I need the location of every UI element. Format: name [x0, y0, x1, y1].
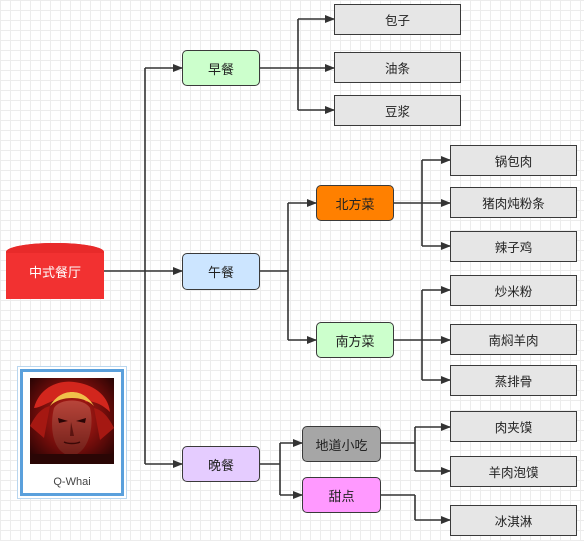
dish-label: 肉夹馍 [494, 420, 533, 435]
dish-roujiamo[interactable]: 肉夹馍 [450, 411, 577, 442]
root-node[interactable]: 中式餐厅 [6, 243, 104, 299]
dish-label: 猪肉炖粉条 [482, 196, 545, 211]
breakfast-node[interactable]: 早餐 [182, 50, 260, 86]
dessert-node[interactable]: 甜点 [302, 477, 381, 513]
dish-label: 羊肉泡馍 [488, 465, 539, 480]
dish-chaomifen[interactable]: 炒米粉 [450, 275, 577, 306]
avatar-card[interactable]: Q-Whai [20, 369, 124, 496]
local-snack-node[interactable]: 地道小吃 [302, 426, 381, 462]
dinner-label: 晚餐 [207, 458, 234, 474]
lunch-node[interactable]: 午餐 [182, 253, 260, 290]
dish-baozi[interactable]: 包子 [334, 4, 461, 35]
dish-label: 油条 [384, 61, 410, 76]
dish-label: 冰淇淋 [494, 514, 533, 529]
dish-zhuroudunfentiao[interactable]: 猪肉炖粉条 [450, 187, 577, 218]
south-cuisine-node[interactable]: 南方菜 [316, 322, 394, 358]
dish-doujiang[interactable]: 豆浆 [334, 95, 461, 126]
north-cuisine-label: 北方菜 [335, 197, 375, 213]
dish-label: 蒸排骨 [494, 374, 533, 389]
south-cuisine-label: 南方菜 [335, 334, 375, 350]
avatar [30, 378, 114, 464]
dish-zhengpaigu[interactable]: 蒸排骨 [450, 365, 577, 396]
lunch-label: 午餐 [207, 266, 234, 281]
dish-nanmenyangrou[interactable]: 南焖羊肉 [450, 324, 577, 355]
dish-laziji[interactable]: 辣子鸡 [450, 231, 577, 262]
dinner-node[interactable]: 晚餐 [182, 446, 260, 482]
dish-label: 锅包肉 [494, 154, 533, 169]
dish-label: 炒米粉 [494, 284, 533, 299]
local-snack-label: 地道小吃 [315, 438, 368, 454]
dish-label: 豆浆 [384, 104, 410, 119]
breakfast-label: 早餐 [207, 62, 234, 78]
dish-label: 包子 [384, 13, 410, 28]
dish-guobaorou[interactable]: 锅包肉 [450, 145, 577, 176]
root-label: 中式餐厅 [28, 265, 81, 281]
dish-yangroupaomo[interactable]: 羊肉泡馍 [450, 456, 577, 487]
dish-label: 南焖羊肉 [488, 333, 539, 348]
dish-youtiao[interactable]: 油条 [334, 52, 461, 83]
avatar-caption: Q-Whai [53, 476, 91, 488]
dish-bingqilin[interactable]: 冰淇淋 [450, 505, 577, 536]
north-cuisine-node[interactable]: 北方菜 [316, 185, 394, 221]
dessert-label: 甜点 [328, 489, 355, 505]
dish-label: 辣子鸡 [494, 240, 533, 255]
